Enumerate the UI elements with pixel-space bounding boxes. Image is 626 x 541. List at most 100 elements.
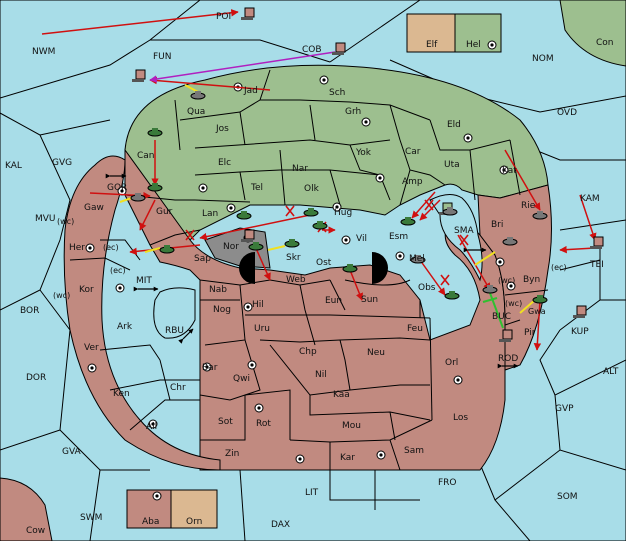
army-icon-green	[312, 221, 328, 230]
army-icon-green	[532, 295, 548, 304]
label-orn: Orn	[186, 517, 202, 527]
label-rbu: RBU	[165, 326, 184, 336]
fleet-icon	[132, 69, 146, 82]
land-elf[interactable]	[406, 13, 456, 53]
army-icon-grey	[442, 207, 458, 216]
fleet-icon	[499, 329, 513, 342]
label-neu: Neu	[367, 348, 385, 358]
label-byn: Byn	[523, 275, 540, 285]
label-buc: BUC	[492, 312, 511, 322]
fleet-icon	[241, 229, 255, 242]
label-kar: Kar	[340, 453, 355, 463]
passage-arrows	[105, 173, 519, 369]
label-amp: Amp	[402, 177, 423, 187]
label-kor: Kor	[79, 285, 94, 295]
label-kal: KAL	[5, 161, 22, 171]
label-ec-1: (ec)	[103, 243, 119, 252]
label-kaa: Kaa	[333, 390, 350, 400]
army-icon-grey	[190, 91, 206, 100]
label-vil: Vil	[356, 234, 367, 244]
label-mou: Mou	[342, 421, 361, 431]
convoy-orders	[149, 51, 336, 83]
label-fro: FRO	[438, 478, 457, 488]
land-outer-west[interactable]	[63, 155, 221, 471]
label-mit: MIT	[136, 276, 152, 286]
army-icon-grey	[502, 237, 518, 246]
label-ail: Ail	[146, 422, 157, 432]
label-swm: SWM	[80, 513, 102, 523]
label-sap: Sap	[194, 254, 211, 264]
label-sun: Sun	[361, 295, 378, 305]
label-los: Los	[453, 413, 468, 423]
land-aba[interactable]	[126, 489, 172, 529]
label-gvp: GVP	[555, 404, 574, 414]
army-icon-green	[147, 183, 163, 192]
label-wc-4: (wc)	[505, 299, 522, 308]
label-can: Can	[137, 151, 155, 161]
label-ken: Ken	[113, 389, 130, 399]
land-labels: Elf Hel Jad Sch Qua Jos Grh Eld Can Yok …	[69, 40, 546, 527]
fleet-icon	[590, 236, 604, 249]
army-icon-grey	[410, 255, 426, 264]
label-gvg: GVG	[52, 158, 72, 168]
army-icon-green	[236, 211, 252, 220]
hold-orders	[482, 292, 504, 329]
label-uru: Uru	[254, 324, 270, 334]
tunnel-west-marker	[239, 252, 255, 284]
label-aba: Aba	[142, 517, 159, 527]
label-mvu: MVU	[35, 214, 56, 224]
land-outer-east[interactable]	[477, 184, 552, 371]
label-jad: Jad	[243, 86, 258, 96]
label-nar: Nar	[292, 164, 308, 174]
label-rod: ROD	[498, 354, 518, 364]
label-rie: Rie	[521, 201, 536, 211]
label-alt: ALT	[603, 367, 619, 377]
label-nil: Nil	[315, 370, 327, 380]
province-borders-south	[69, 194, 549, 471]
sea-labels: POI NWM FUN COB NOM Con OVD KAL GVG GOR …	[5, 12, 619, 536]
label-cob: COB	[302, 45, 322, 55]
label-nwm: NWM	[32, 47, 55, 57]
label-gor: GOR	[107, 183, 127, 193]
label-wc-3: (wc)	[498, 276, 515, 285]
label-feu: Feu	[407, 324, 423, 334]
tunnel-east-marker	[372, 252, 388, 284]
label-gva: GVA	[62, 447, 82, 457]
label-lit: LIT	[305, 488, 319, 498]
label-gur: Gur	[156, 207, 173, 217]
label-eld: Eld	[447, 120, 461, 130]
label-dor: DOR	[26, 373, 46, 383]
army-icon-green	[444, 291, 460, 300]
label-orl: Orl	[445, 358, 458, 368]
label-nab: Nab	[209, 285, 227, 295]
label-esm: Esm	[389, 232, 408, 242]
label-cow: Cow	[26, 526, 45, 536]
province-borders-north	[174, 69, 521, 206]
label-sam: Sam	[404, 446, 424, 456]
fleet-icon	[573, 305, 587, 318]
label-lan: Lan	[202, 209, 218, 219]
label-bor: BOR	[20, 306, 39, 316]
label-jos: Jos	[215, 124, 229, 134]
army-units[interactable]	[130, 91, 548, 304]
label-wc-2: (wc)	[53, 291, 70, 300]
label-chp: Chp	[299, 347, 317, 357]
label-sch: Sch	[329, 88, 345, 98]
label-fun: FUN	[153, 52, 172, 62]
label-ver: Ver	[84, 343, 99, 353]
label-pir: Pir	[524, 328, 536, 338]
land-orn[interactable]	[170, 489, 218, 529]
label-mel: Mel	[409, 254, 425, 264]
label-nog: Nog	[213, 305, 231, 315]
label-dax: DAX	[271, 520, 290, 530]
land-cow[interactable]	[0, 477, 53, 541]
label-uta: Uta	[444, 160, 460, 170]
label-olk: Olk	[304, 184, 320, 194]
army-icon-green	[159, 245, 175, 254]
land-north-arc[interactable]	[124, 64, 549, 246]
label-grh: Grh	[345, 107, 361, 117]
label-tel: Tel	[250, 183, 263, 193]
label-elf: Elf	[426, 40, 438, 50]
label-yok: Yok	[355, 148, 372, 158]
